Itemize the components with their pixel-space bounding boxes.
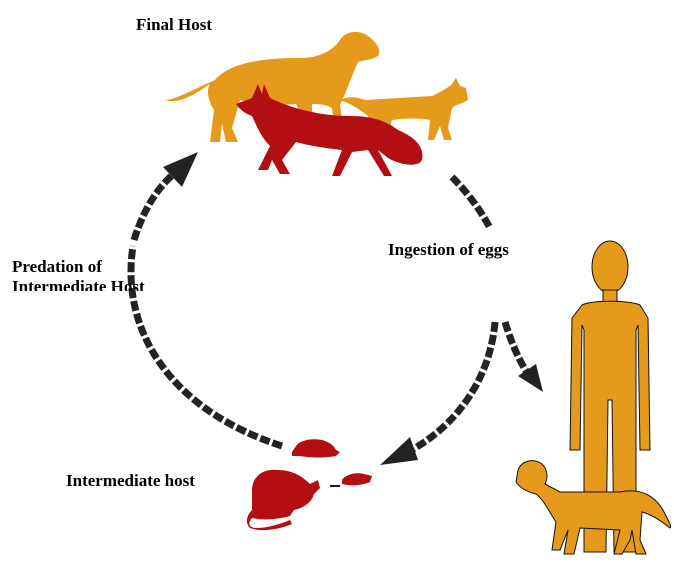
arc-right (400, 322, 495, 456)
cycle-arrows (131, 170, 528, 456)
rodent-icon-large (247, 470, 320, 530)
rodent-icon-right (342, 473, 372, 485)
arc-left (131, 246, 282, 446)
label-intermediate-host: Intermediate host (66, 471, 195, 491)
label-predation-line2: Intermediate Host (12, 277, 145, 291)
label-ingestion-of-eggs: Ingestion of eggs (388, 240, 509, 260)
arc-top-right (452, 177, 490, 228)
rodent-icon-top (292, 439, 340, 457)
label-predation-line1: Predation of (12, 257, 102, 277)
label-final-host: Final Host (136, 15, 212, 35)
arc-top-left (134, 170, 178, 240)
arrowhead-to-intermediate (380, 437, 418, 465)
arc-to-human (505, 322, 528, 374)
